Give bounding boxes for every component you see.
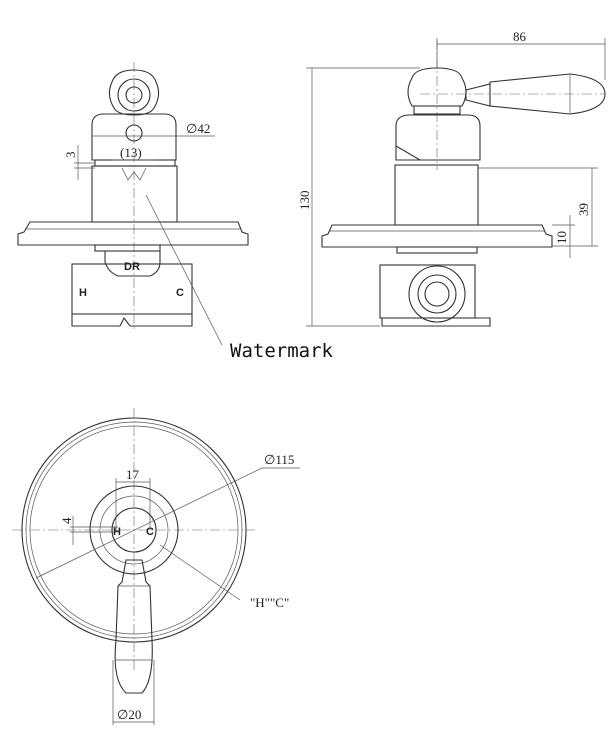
dr-mark: DR (124, 261, 140, 273)
plan-view: H C ∅115 17 4 "H""C" ∅20 (12, 408, 300, 725)
h-mark: H (79, 287, 87, 299)
dim-4-label: 4 (59, 517, 74, 524)
dim-17-label: 17 (126, 467, 140, 482)
watermark-logo (121, 167, 147, 181)
c-mark: C (176, 287, 184, 299)
dim-39-label: 39 (576, 203, 591, 216)
diameter-42-label: ∅42 (186, 121, 210, 136)
dim-10-label: 10 (554, 231, 569, 244)
watermark-callout: Watermark (230, 340, 334, 362)
dim-13-label: (13) (120, 145, 142, 160)
diameter-20-label: ∅20 (117, 707, 141, 722)
dim-86-label: 86 (513, 29, 527, 44)
dim-3-label: 3 (63, 152, 78, 159)
dim-130-label: 130 (297, 191, 312, 211)
c-dial-mark: C (146, 526, 154, 538)
front-view: DR H C ∅42 (13) 3 Watermark (17, 62, 334, 362)
hc-callout: "H""C" (250, 595, 289, 610)
diameter-115-label: ∅115 (264, 452, 294, 467)
side-view: 86 130 39 10 (297, 29, 606, 327)
